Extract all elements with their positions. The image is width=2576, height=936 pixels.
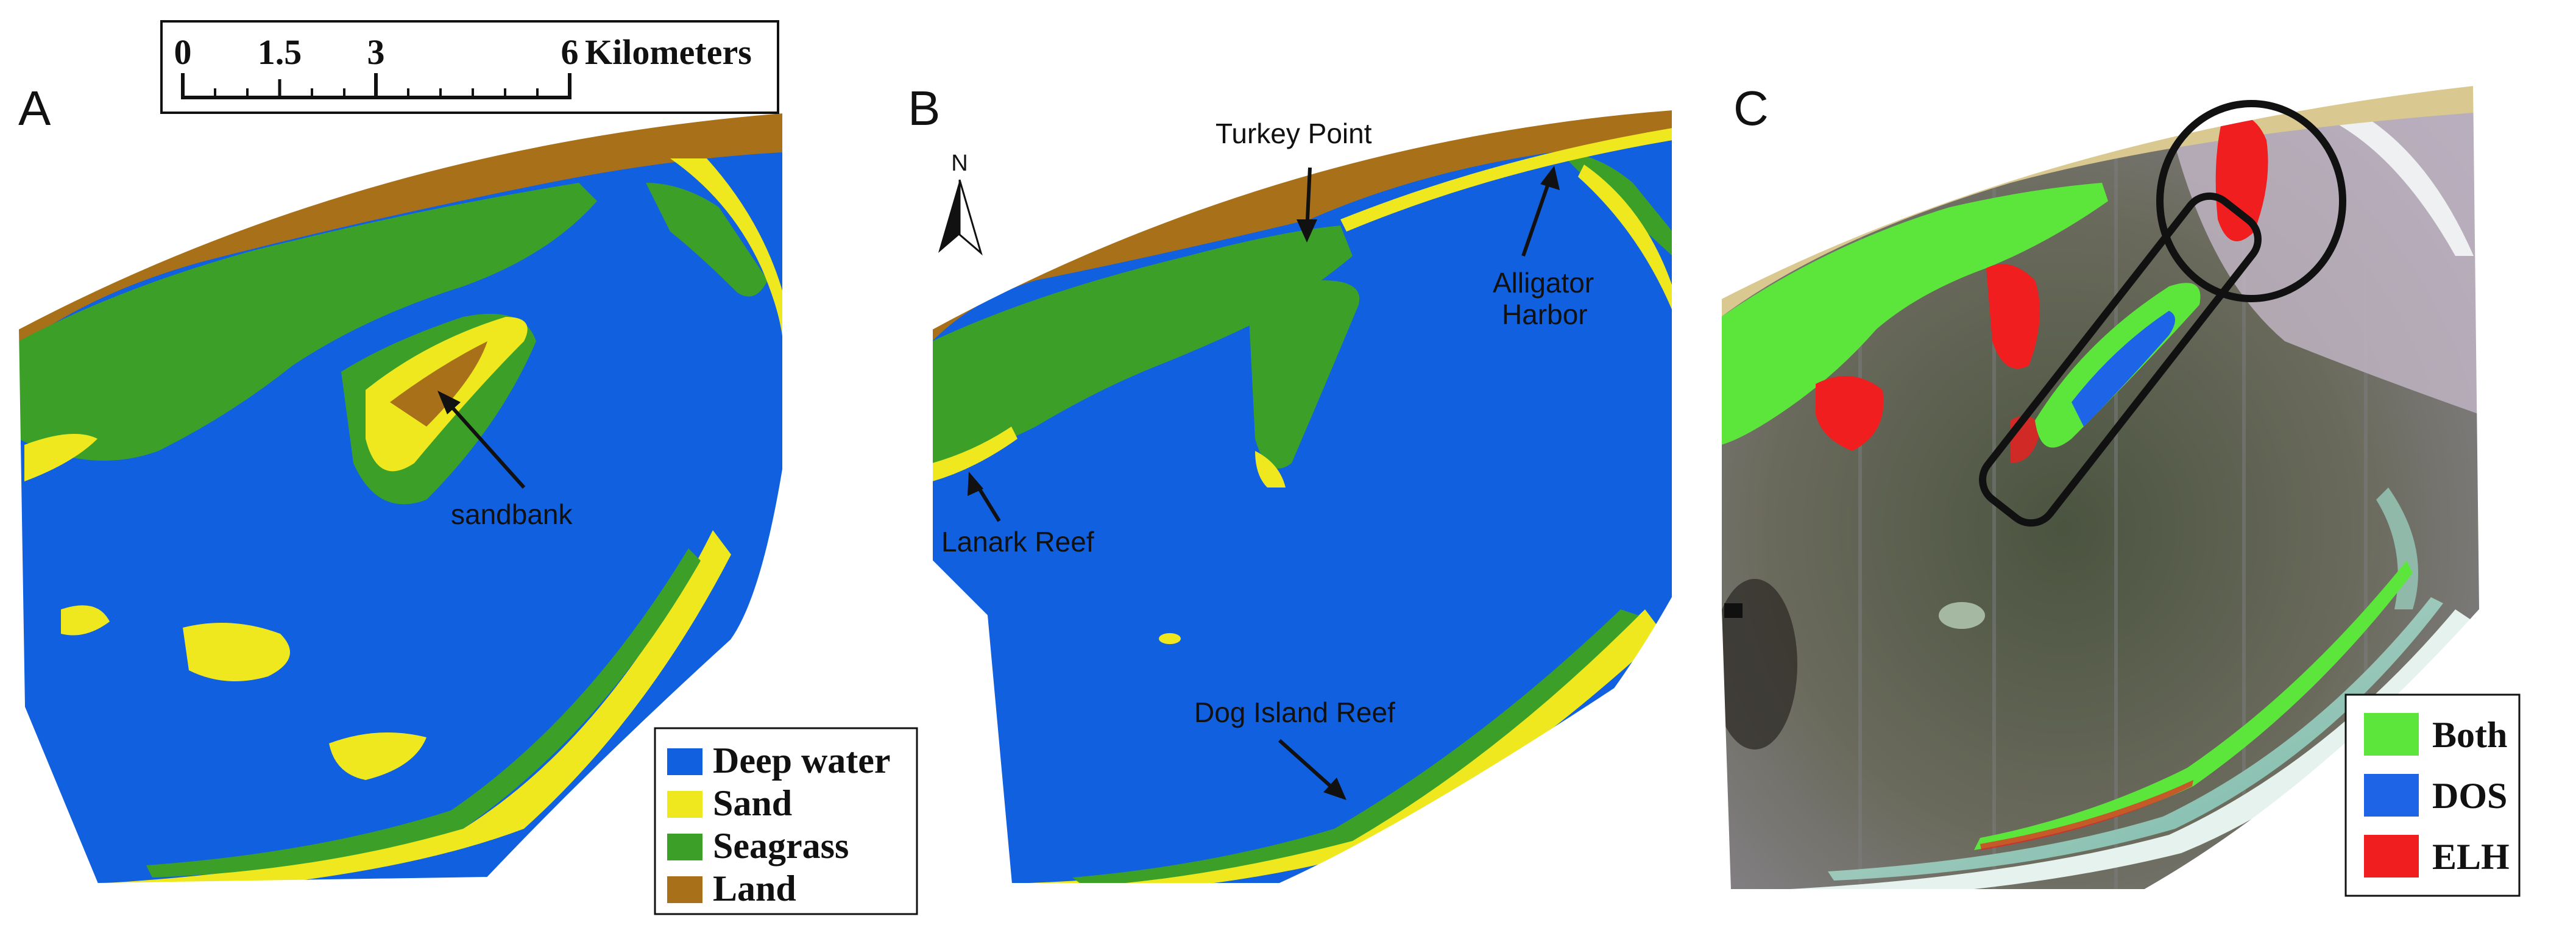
- imagery-shore-white: [2334, 116, 2474, 256]
- legend-item-elh: ELH: [2364, 835, 2510, 878]
- imagery-dark-patch: [1721, 579, 1797, 750]
- sand-region: [329, 732, 426, 780]
- sandbank-label: sandbank: [451, 498, 573, 530]
- sand-region: [24, 434, 97, 481]
- panel-a-map: [17, 112, 784, 885]
- panel-b-letter: B: [908, 81, 940, 135]
- legend-item-seagrass: Seagrass: [667, 826, 849, 866]
- legend-item-deep-water: Deep water: [667, 740, 891, 781]
- seagrass-region: [18, 183, 597, 461]
- legend-item-land: Land: [667, 868, 796, 909]
- seagrass-region: [1249, 280, 1360, 469]
- imagery-seam: [2364, 85, 2368, 890]
- sand-region: [932, 427, 1017, 481]
- lanark-reef-arrowhead: [968, 472, 983, 496]
- north-arrow-icon: N: [938, 151, 983, 256]
- scale-unit-label: Kilometers: [585, 32, 752, 72]
- elh-only-region: [1986, 264, 2040, 369]
- comparison-legend: Both DOS ELH: [2344, 693, 2521, 897]
- sandbank-arrow: [443, 397, 526, 489]
- legend-item-sand: Sand: [667, 783, 792, 823]
- sandbank-land: [390, 341, 487, 427]
- scale-label-1-5: 1.5: [258, 32, 302, 72]
- panel-a-outline: [17, 112, 784, 885]
- both-agreement-region: [1721, 183, 2108, 445]
- class-legend: Deep water Sand Seagrass Land: [654, 727, 918, 915]
- scale-label-3: 3: [367, 32, 385, 72]
- legend-label-sand: Sand: [713, 783, 792, 823]
- alligator-harbor-label-line2: Harbor: [1502, 299, 1588, 330]
- legend-swatch-seagrass: [667, 834, 702, 860]
- sand-region: [97, 530, 731, 884]
- legend-item-both: Both: [2364, 713, 2507, 756]
- land-region: [932, 110, 1672, 341]
- panel-c-letter: C: [1733, 81, 1769, 135]
- north-arrow-label: N: [951, 151, 968, 176]
- alligator-harbor-label-line1: Alligator: [1493, 267, 1594, 299]
- lanark-reef-label: Lanark Reef: [941, 526, 1094, 558]
- seagrass-region: [646, 183, 768, 297]
- sand-region: [1159, 633, 1181, 644]
- sand-region: [1255, 451, 1286, 488]
- legend-swatch-sand: [667, 791, 702, 818]
- elh-only-region: [1980, 780, 2193, 850]
- seagrass-region: [1072, 609, 1639, 884]
- panel-b-map: [932, 108, 1673, 884]
- dos-only-region: [2072, 311, 2175, 427]
- scale-label-6: 6: [561, 32, 579, 72]
- legend-item-dos: DOS: [2364, 774, 2507, 817]
- sand-region: [61, 605, 110, 636]
- legend-swatch-dos: [2364, 774, 2419, 817]
- dog-island-reef-arrow: [1278, 739, 1339, 794]
- sand-region: [183, 623, 290, 681]
- legend-label-dos: DOS: [2432, 776, 2507, 816]
- imagery-shallow-area: [1939, 602, 1985, 629]
- highlight-rectangle: [1979, 192, 2262, 527]
- imagery-seam: [2242, 85, 2246, 890]
- legend-label-both: Both: [2432, 715, 2507, 755]
- sandbank-arrowhead: [437, 391, 461, 414]
- imagery-seam: [1992, 85, 1996, 890]
- legend-label-seagrass: Seagrass: [713, 826, 849, 866]
- panel-c-outline: [1721, 84, 2481, 890]
- legend-label-land: Land: [713, 868, 796, 909]
- legend-label-deep-water: Deep water: [713, 740, 891, 781]
- imagery-land: [1721, 85, 2474, 317]
- seagrass-region: [146, 548, 701, 878]
- turkey-point-arrowhead: [1297, 219, 1317, 243]
- imagery-dark-patch: [1724, 603, 1743, 618]
- alligator-harbor-arrowhead: [1540, 166, 1560, 190]
- sand-region: [670, 158, 783, 341]
- turkey-point-label: Turkey Point: [1215, 118, 1372, 149]
- elh-only-region: [1816, 376, 1884, 451]
- legend-swatch-deep-water: [667, 748, 702, 775]
- highlight-circle: [2156, 100, 2346, 302]
- dog-island-reef-arrowhead: [1323, 778, 1346, 800]
- land-region: [18, 113, 783, 347]
- seagrass-region: [932, 225, 1353, 463]
- legend-swatch-elh: [2364, 835, 2419, 878]
- alligator-harbor-arrow: [1521, 176, 1552, 257]
- sand-region: [1578, 165, 1672, 311]
- imagery-seam: [1858, 85, 1862, 890]
- imagery-seam: [2114, 85, 2118, 890]
- legend-label-elh: ELH: [2432, 837, 2510, 877]
- scale-label-0: 0: [174, 32, 192, 72]
- legend-swatch-land: [667, 876, 702, 903]
- sand-region: [1340, 128, 1672, 232]
- panel-a-letter: A: [18, 81, 51, 135]
- dog-island-reef-label: Dog Island Reef: [1194, 697, 1395, 728]
- scale-bar: 0 1.5 3 6 Kilometers: [160, 20, 779, 114]
- legend-swatch-both: [2364, 713, 2419, 756]
- panel-b-outline: [932, 108, 1673, 884]
